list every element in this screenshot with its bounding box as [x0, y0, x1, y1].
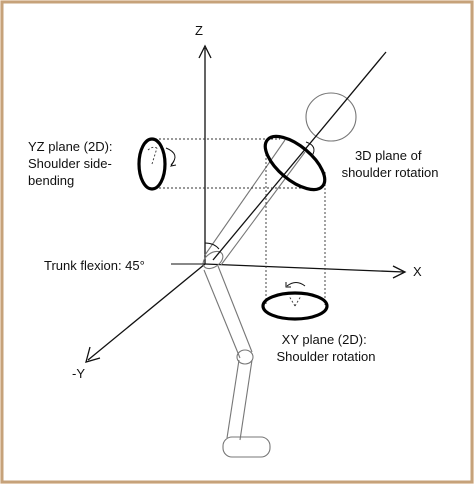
- neg-y-axis: [85, 263, 206, 363]
- xy-projection-lines: [265, 150, 326, 305]
- lower-leg: [226, 359, 253, 441]
- 3d-plane-label: 3D plane of shoulder rotation: [342, 148, 439, 180]
- arm-line: [212, 51, 387, 261]
- xy-plane-ring: [261, 282, 329, 321]
- x-axis-label: X: [413, 264, 422, 279]
- trunk-flexion-indicator: [171, 242, 220, 265]
- x-axis: [204, 263, 407, 279]
- z-axis-label: Z: [195, 23, 203, 38]
- upper-leg: [203, 265, 253, 359]
- trunk: [202, 139, 306, 270]
- yz-plane-ring: [137, 137, 177, 191]
- head: [305, 92, 357, 142]
- yz-plane-label: YZ plane (2D): Shoulder side- bending: [28, 139, 116, 188]
- neg-y-axis-label: -Y: [72, 366, 85, 381]
- 3d-plane-ring: [263, 134, 327, 192]
- trunk-flexion-label: Trunk flexion: 45°: [44, 258, 145, 273]
- body-figure: [202, 92, 357, 458]
- xy-plane-label: XY plane (2D): Shoulder rotation: [276, 332, 375, 364]
- knee: [236, 349, 254, 365]
- z-axis: [198, 44, 212, 264]
- foot: [222, 436, 271, 458]
- yz-projection-lines: [155, 138, 310, 189]
